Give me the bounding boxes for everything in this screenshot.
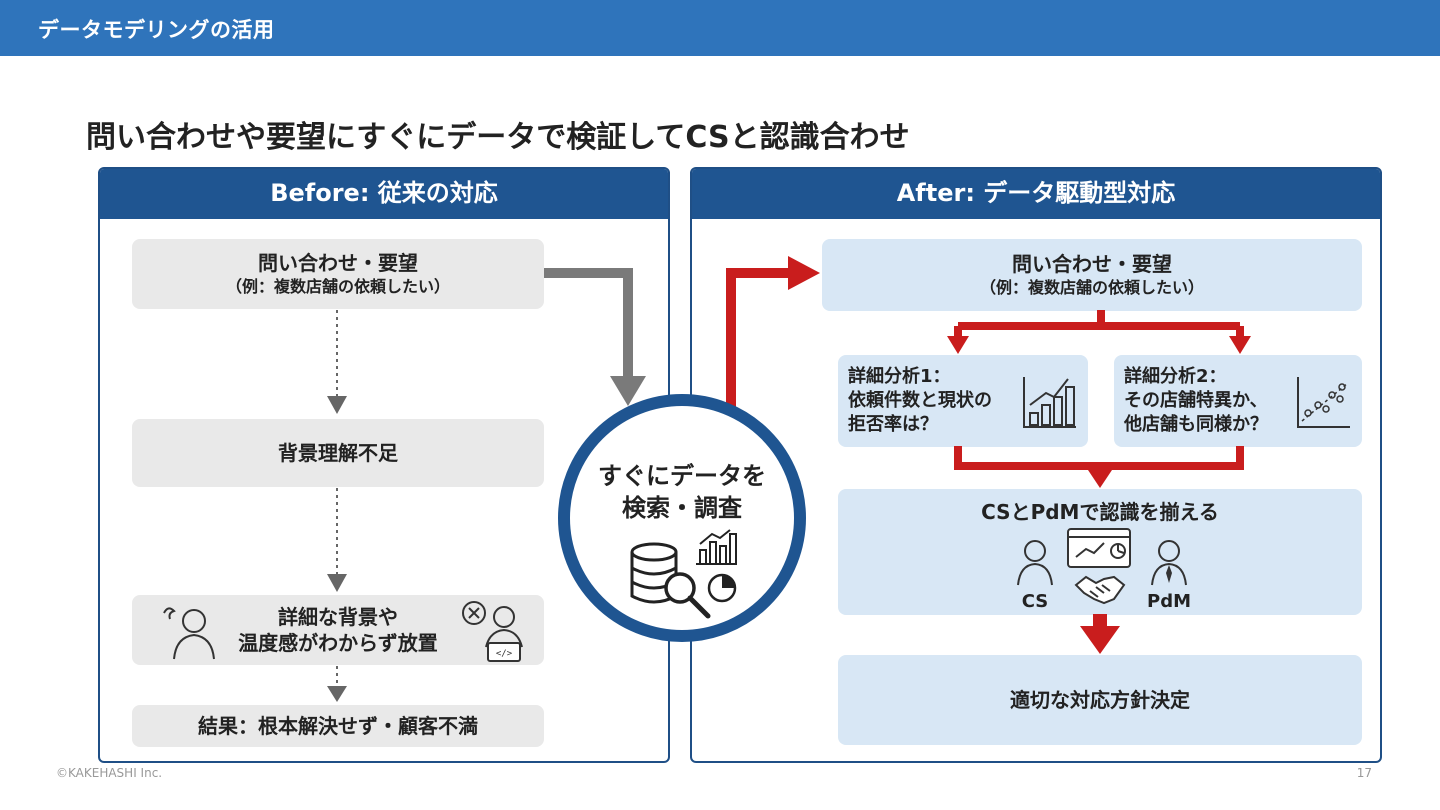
- svg-text:</>: </>: [496, 649, 513, 659]
- before-inquiry-box: 問い合わせ・要望 （例：複数店舗の依頼したい）: [132, 239, 544, 309]
- confused-developer-icon: </>: [462, 601, 523, 662]
- analysis-2-question-b: 他店舗も同様か？: [1124, 414, 1268, 435]
- before-heading: Before: 従来の対応: [100, 169, 668, 219]
- circle-text-line2: 検索・調査: [622, 494, 742, 522]
- pdm-label: PdM: [1147, 591, 1191, 612]
- after-inquiry-title: 問い合わせ・要望: [1012, 252, 1172, 276]
- scatter-plot-icon: [1297, 377, 1350, 428]
- analysis-1-question-b: 拒否率は？: [848, 414, 938, 435]
- slide-title: 問い合わせや要望にすぐにデータで検証してCSと認識合わせ: [86, 120, 910, 155]
- decision-label: 適切な対応方針決定: [1010, 688, 1190, 712]
- before-step-neglect-line2: 温度感がわからず放置: [238, 631, 438, 655]
- analysis-1-box: 詳細分析1： 依頼件数と現状の 拒否率は？: [838, 355, 1088, 447]
- cs-label: CS: [1021, 591, 1049, 612]
- circle-text-line1: すぐにデータを: [598, 462, 766, 490]
- top-bar: データモデリングの活用: [0, 0, 1440, 56]
- dashboard-icon: [1067, 528, 1131, 568]
- header-title: データモデリングの活用: [38, 18, 275, 42]
- before-inquiry-title: 問い合わせ・要望: [258, 251, 418, 275]
- after-heading: After: データ駆動型対応: [692, 169, 1380, 219]
- decision-box: 適切な対応方針決定: [838, 655, 1362, 745]
- handshake-icon: [1074, 575, 1126, 605]
- analysis-1-question-a: 依頼件数と現状の: [848, 390, 992, 411]
- before-result-box: 結果：根本解決せず・顧客不満: [132, 705, 544, 747]
- analysis-2-question-a: その店舗特異か、: [1124, 390, 1268, 411]
- bar-chart-icon: [1023, 377, 1076, 428]
- search-data-circle: すぐにデータを 検索・調査: [558, 394, 806, 642]
- before-step-neglect-line1: 詳細な背景や: [278, 605, 398, 629]
- analysis-2-heading: 詳細分析2：: [1124, 366, 1227, 387]
- copyright: ©KAKEHASHI Inc.: [56, 766, 163, 780]
- bar-chart-small-icon: [696, 529, 737, 565]
- before-step-background: 背景理解不足: [132, 419, 544, 487]
- magnifier-icon: [664, 572, 711, 619]
- cs-person-icon: [1017, 540, 1053, 586]
- after-inquiry-box: 問い合わせ・要望 （例：複数店舗の依頼したい）: [822, 239, 1362, 311]
- pdm-person-icon: [1151, 540, 1187, 586]
- worried-person-icon: [163, 607, 215, 660]
- pie-chart-icon: [707, 573, 737, 603]
- page-number: 17: [1356, 766, 1372, 780]
- before-result-label: 結果：根本解決せず・顧客不満: [198, 714, 478, 738]
- align-title: CSとPdMで認識を揃える: [981, 500, 1219, 524]
- analysis-1-heading: 詳細分析1：: [848, 366, 951, 387]
- after-inquiry-example: （例：複数店舗の依頼したい）: [979, 278, 1204, 297]
- analysis-2-box: 詳細分析2： その店舗特異か、 他店舗も同様か？: [1114, 355, 1362, 447]
- before-step-background-label: 背景理解不足: [278, 441, 398, 465]
- before-inquiry-example: （例：複数店舗の依頼したい）: [225, 277, 450, 296]
